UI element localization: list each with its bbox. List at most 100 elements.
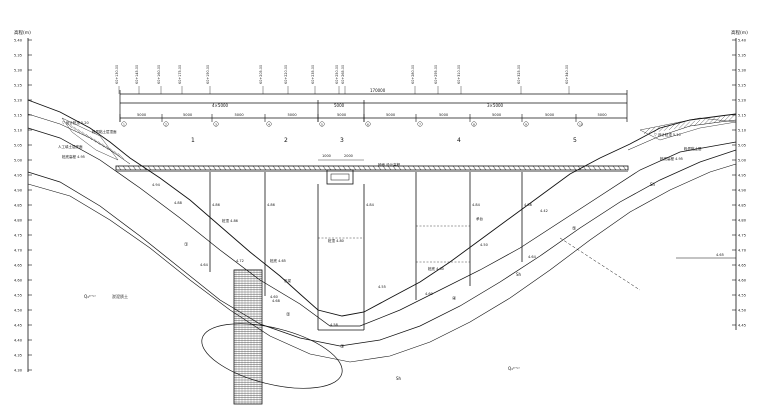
deck-hatch-line xyxy=(492,165,497,171)
deck-hatch-line xyxy=(212,165,217,171)
station-marker: K0+220.00 xyxy=(284,65,288,84)
layer-code-1: ① xyxy=(184,242,189,248)
ground-elevation-marks: 4.94 4.88 4.72 4.68 4.55 4.50 4.42 xyxy=(152,183,548,303)
ground-elev-6: 4.50 xyxy=(480,243,488,247)
pier-top-elev-3: 4.84 xyxy=(366,203,375,207)
deck-hatch-line xyxy=(612,165,617,171)
bank-hatch-line xyxy=(643,127,651,135)
bank-hatch-line xyxy=(105,145,113,153)
bank-hatch-line xyxy=(713,116,721,123)
bank-hatch-line xyxy=(81,131,89,138)
layer-code-5: ⑤ xyxy=(572,226,576,232)
dimension-lines: 170000 4×5000 5000 3×5000 xyxy=(119,88,628,122)
station-marker: K0+190.00 xyxy=(206,65,210,84)
deck-hatch-line xyxy=(527,165,532,171)
deck-hatch-line xyxy=(272,165,277,171)
bridge-deck: 1000 2000 桥面 设计高程 xyxy=(115,154,629,185)
pile-label-2: 桩底 4.65 xyxy=(270,258,286,263)
deck-hatch-line xyxy=(442,165,447,171)
pile-label-3: 桩顶 4.80 xyxy=(328,238,344,243)
borehole-column xyxy=(233,269,263,405)
deck-hatch-line xyxy=(302,165,307,171)
weak-zone-ellipse xyxy=(201,323,343,389)
deck-hatch-line xyxy=(387,165,392,171)
bank-hatch-line xyxy=(648,127,656,134)
deck-hatch-line xyxy=(317,165,322,171)
elevation-tick-label: 4.60 xyxy=(14,279,23,283)
deck-hatch-line xyxy=(237,165,242,171)
elevation-tick-label: 4.55 xyxy=(738,294,746,298)
bank-hatch-line xyxy=(93,138,101,145)
elevation-tick-label: 4.60 xyxy=(738,279,747,283)
deck-hatch-line xyxy=(522,165,527,171)
layer-code-3: ③ xyxy=(340,344,344,350)
bank-hatch-line xyxy=(653,126,661,133)
right-axis-header: 高程(m) xyxy=(731,29,748,36)
deck-hatch-line xyxy=(447,165,452,171)
span-length-label: 5000 xyxy=(386,113,396,117)
elevation-tick-label: 5.15 xyxy=(14,114,22,118)
bank-hatch-line xyxy=(97,141,105,148)
station-marker: K0+205.00 xyxy=(259,65,263,84)
deck-hatch-line xyxy=(552,165,557,171)
deck-hatch-line xyxy=(337,165,342,171)
span-length-label: 5000 xyxy=(235,113,245,117)
deck-hatch-line xyxy=(377,165,382,171)
pier-number-1: 1 xyxy=(191,137,195,144)
bank-hatch-line xyxy=(673,123,681,130)
elevation-tick-label: 4.95 xyxy=(738,174,746,178)
deck-hatch-line xyxy=(477,165,482,171)
elevation-tick-label: 5.10 xyxy=(14,129,23,133)
soil-notes: Q₄ᵃˡ⁺ᵖˡ 淤泥质土 Sh Sh Sh Q₄ᵃˡ⁺ᵖˡ xyxy=(84,182,656,381)
elevation-tick-label: 5.05 xyxy=(738,144,746,148)
deck-hatch-line xyxy=(252,165,257,171)
elevation-tick-label: 5.30 xyxy=(738,69,747,73)
deck-hatch-line xyxy=(547,165,552,171)
pile-label-5: 承台 xyxy=(476,216,484,221)
station-marker: K0+250.00 xyxy=(335,65,339,84)
deck-hatch-line xyxy=(357,165,362,171)
span-length-label: 5000 xyxy=(492,113,502,117)
elevation-tick-label: 5.40 xyxy=(738,39,747,43)
deck-hatch-line xyxy=(242,165,247,171)
layer-codes: ① ② ③ ④ ⑤ xyxy=(184,226,576,350)
group-length-middle: 5000 xyxy=(334,103,345,108)
soil-note-4: Sh xyxy=(516,272,522,277)
span-number-circle xyxy=(121,121,127,127)
ground-profile: 4.65 xyxy=(27,99,737,363)
bank-hatch-line xyxy=(698,119,706,126)
deck-hatch-line xyxy=(222,165,227,171)
elevation-tick-label: 5.20 xyxy=(14,99,23,103)
span-length-label: 5000 xyxy=(439,113,449,117)
section-box xyxy=(326,169,354,185)
pier-top-elev-4: 4.84 xyxy=(472,203,481,207)
deck-hatch-line xyxy=(402,165,407,171)
elevation-tick-label: 4.50 xyxy=(14,309,23,313)
deck-hatch-line xyxy=(617,165,622,171)
elevation-tick-label: 4.40 xyxy=(14,339,23,343)
left-bank-label-2: 粉质黏土层顶面 xyxy=(92,129,117,134)
span-number-circle xyxy=(213,121,219,127)
elevation-tick-label: 5.15 xyxy=(738,114,746,118)
ground-elev-1: 4.94 xyxy=(152,183,161,187)
soil-note-6: Q₄ᵃˡ⁺ᵖˡ xyxy=(508,366,520,371)
deck-hatch-line xyxy=(567,165,572,171)
deck-hatch-line xyxy=(537,165,542,171)
elevation-tick-label: 4.75 xyxy=(14,234,22,238)
pier-number-3: 3 xyxy=(340,137,344,144)
bank-hatch-line xyxy=(65,121,73,129)
layer-code-2: ② xyxy=(286,312,291,318)
pier-number-2: 2 xyxy=(284,137,288,144)
elevation-tick-label: 5.00 xyxy=(14,159,23,163)
span-length-label: 5000 xyxy=(598,113,608,117)
deck-hatch-line xyxy=(517,165,522,171)
pier-number-4: 4 xyxy=(457,137,461,144)
span-number: 6 xyxy=(367,122,369,126)
elevation-tick-label: 5.40 xyxy=(14,39,23,43)
pier-bottom-elev-5: 4.64 xyxy=(528,255,537,259)
pier-bottom-elev-4: 4.60 xyxy=(425,292,433,296)
deck-hatch-line xyxy=(507,165,512,171)
pier-bottom-elev-2: 4.60 xyxy=(270,295,278,299)
span-length-label: 5000 xyxy=(288,113,298,117)
